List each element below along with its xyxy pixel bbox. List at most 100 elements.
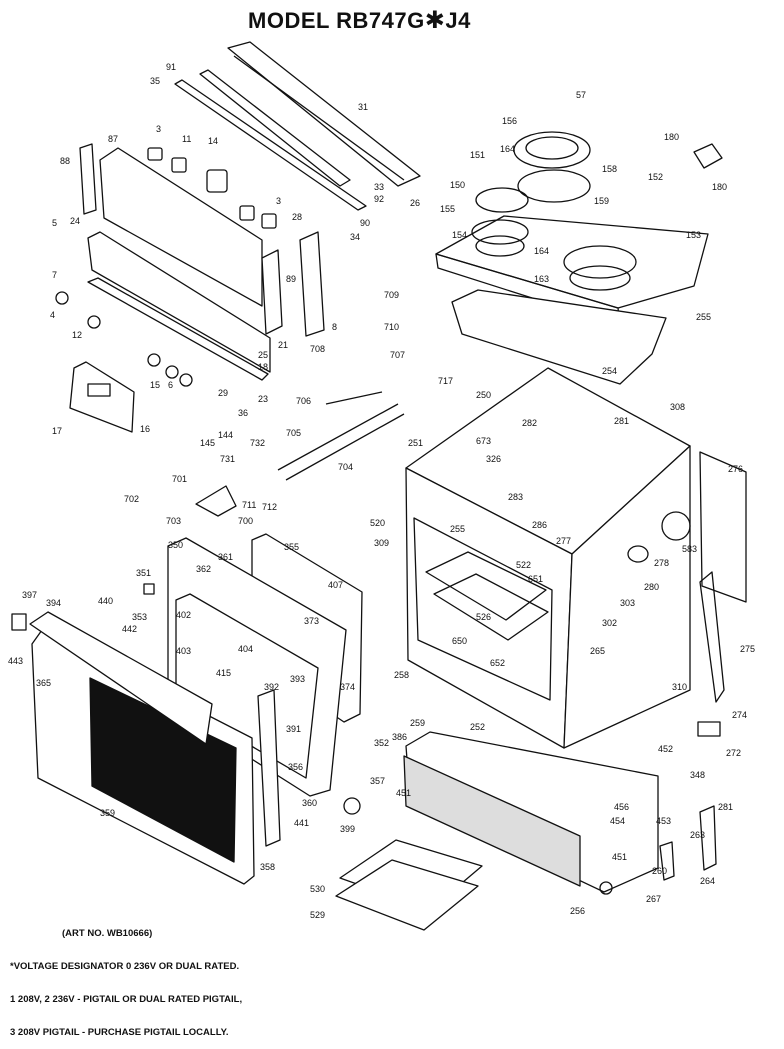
trim-bar-18 — [87, 277, 269, 381]
part-label-386: 386 — [392, 732, 407, 742]
part-label-286: 286 — [532, 520, 547, 530]
drip-bowl-164b — [563, 245, 637, 279]
part-label-255b: 255 — [450, 524, 465, 534]
part-label-4: 4 — [50, 310, 55, 320]
part-label-3b: 3 — [276, 196, 281, 206]
part-label-252: 252 — [470, 722, 485, 732]
part-label-90: 90 — [360, 218, 370, 228]
part-label-156: 156 — [502, 116, 517, 126]
timer-display — [87, 383, 111, 397]
part-label-275: 275 — [740, 644, 755, 654]
part-label-393: 393 — [290, 674, 305, 684]
part-label-12: 12 — [72, 330, 82, 340]
part-label-451a: 451 — [396, 788, 411, 798]
part-label-706: 706 — [296, 396, 311, 406]
voltage-note-line3: 3 208V PIGTAIL - PURCHASE PIGTAIL LOCALL… — [10, 1027, 229, 1038]
part-label-583: 583 — [682, 544, 697, 554]
part-label-263: 263 — [690, 830, 705, 840]
line-art — [11, 41, 747, 931]
part-label-710: 710 — [384, 322, 399, 332]
side-panel-8 — [299, 231, 325, 337]
part-label-145: 145 — [200, 438, 215, 448]
part-label-704: 704 — [338, 462, 353, 472]
art-number: (ART NO. WB10666) — [62, 928, 153, 939]
bracket-700 — [195, 485, 237, 517]
panel-end-bracket — [79, 143, 97, 215]
part-label-652: 652 — [490, 658, 505, 668]
part-label-277: 277 — [556, 536, 571, 546]
part-label-3a: 3 — [156, 124, 161, 134]
voltage-star-icon: ✱ — [424, 7, 446, 34]
part-label-350: 350 — [168, 540, 183, 550]
oven-rack — [425, 551, 547, 621]
part-label-392: 392 — [264, 682, 279, 692]
part-label-451b: 451 — [612, 852, 627, 862]
oven-liner-520 — [413, 517, 553, 701]
part-label-415: 415 — [216, 668, 231, 678]
part-label-255a: 255 — [696, 312, 711, 322]
rail-706 — [325, 391, 383, 405]
part-label-732: 732 — [250, 438, 265, 448]
part-label-57: 57 — [576, 90, 586, 100]
part-label-373: 373 — [304, 616, 319, 626]
part-label-256: 256 — [570, 906, 585, 916]
part-label-254: 254 — [602, 366, 617, 376]
switch-knob-3c — [261, 213, 277, 229]
part-label-711: 711 — [242, 500, 256, 510]
part-label-361: 361 — [218, 552, 233, 562]
part-label-352: 352 — [374, 738, 389, 748]
part-label-359: 359 — [100, 808, 115, 818]
part-label-36: 36 — [238, 408, 248, 418]
part-label-154: 154 — [452, 230, 467, 240]
part-label-309: 309 — [374, 538, 389, 548]
part-label-702: 702 — [124, 494, 139, 504]
knob-4 — [55, 291, 69, 305]
part-label-454: 454 — [610, 816, 625, 826]
part-label-283: 283 — [508, 492, 523, 502]
part-label-351: 351 — [136, 568, 151, 578]
part-label-267: 267 — [646, 894, 661, 904]
part-label-265: 265 — [590, 646, 605, 656]
part-label-274: 274 — [732, 710, 747, 720]
part-label-180a: 180 — [664, 132, 679, 142]
part-label-357: 357 — [370, 776, 385, 786]
surface-unit-150 — [475, 187, 529, 213]
part-label-362: 362 — [196, 564, 211, 574]
part-label-651: 651 — [528, 574, 543, 584]
rail-705b — [285, 413, 405, 481]
part-label-15: 15 — [150, 380, 160, 390]
timer-module-16 — [69, 361, 135, 433]
part-label-443: 443 — [8, 656, 23, 666]
door-panel-441 — [257, 689, 281, 847]
part-label-673: 673 — [476, 436, 491, 446]
part-label-394: 394 — [46, 598, 61, 608]
part-label-33: 33 — [374, 182, 384, 192]
part-label-34: 34 — [350, 232, 360, 242]
part-label-35: 35 — [150, 76, 160, 86]
part-label-310: 310 — [672, 682, 687, 692]
part-label-26: 26 — [410, 198, 420, 208]
part-label-164a: 164 — [500, 144, 515, 154]
part-label-280: 280 — [644, 582, 659, 592]
part-label-404: 404 — [238, 644, 253, 654]
hinge-260 — [659, 841, 675, 881]
part-label-407: 407 — [328, 580, 343, 590]
part-label-705: 705 — [286, 428, 301, 438]
part-label-31: 31 — [358, 102, 368, 112]
part-label-453: 453 — [656, 816, 671, 826]
part-label-365: 365 — [36, 678, 51, 688]
part-label-87: 87 — [108, 134, 118, 144]
control-panel — [99, 147, 263, 307]
part-label-708: 708 — [310, 344, 325, 354]
part-label-353: 353 — [132, 612, 147, 622]
hinge-281 — [699, 805, 717, 871]
part-label-8: 8 — [332, 322, 337, 332]
part-label-92: 92 — [374, 194, 384, 204]
part-label-391: 391 — [286, 724, 301, 734]
drawer-front-451 — [403, 755, 581, 887]
part-label-529: 529 — [310, 910, 325, 920]
part-label-348: 348 — [690, 770, 705, 780]
part-label-522: 522 — [516, 560, 531, 570]
side-panel-275 — [699, 571, 725, 703]
part-label-440: 440 — [98, 596, 113, 606]
